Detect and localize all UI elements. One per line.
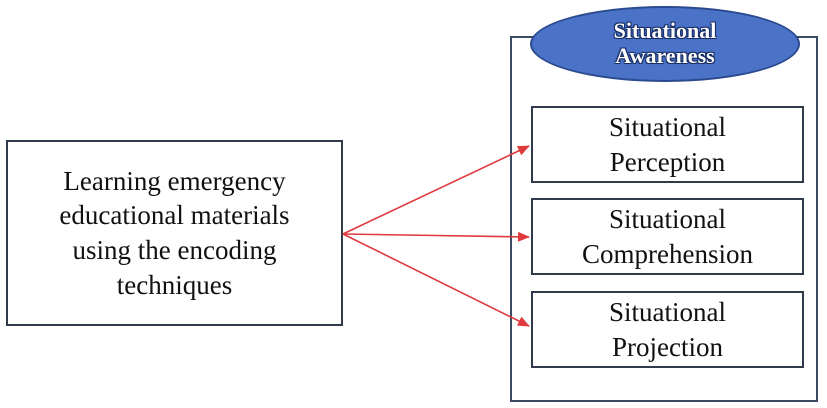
situational-projection-box: Situational Projection: [531, 291, 804, 368]
source-text-line-4: techniques: [116, 269, 233, 300]
projection-line-1: Situational: [609, 296, 726, 327]
source-text-line-3: using the encoding: [72, 235, 277, 265]
situational-perception-box: Situational Perception: [531, 106, 804, 183]
situational-comprehension-box: Situational Comprehension: [531, 198, 804, 275]
arrow-to-perception: [342, 145, 530, 235]
source-text-line-2: educational materials: [59, 200, 290, 231]
arrow-to-projection: [342, 233, 530, 327]
situational-awareness-ellipse: Situational Awareness: [530, 6, 800, 82]
ellipse-title-line-2: Awareness: [615, 43, 715, 68]
perception-line-2: Perception: [609, 146, 726, 177]
source-text-line-1: Learning emergency: [63, 165, 286, 196]
perception-line-1: Situational: [609, 111, 726, 142]
ellipse-title-line-1: Situational: [613, 18, 717, 44]
comprehension-line-1: Situational: [608, 203, 726, 234]
projection-line-2: Projection: [612, 331, 723, 362]
learning-materials-box: Learning emergency educational materials…: [6, 140, 343, 326]
arrow-to-comprehension: [342, 231, 530, 242]
comprehension-line-2: Comprehension: [582, 238, 753, 269]
